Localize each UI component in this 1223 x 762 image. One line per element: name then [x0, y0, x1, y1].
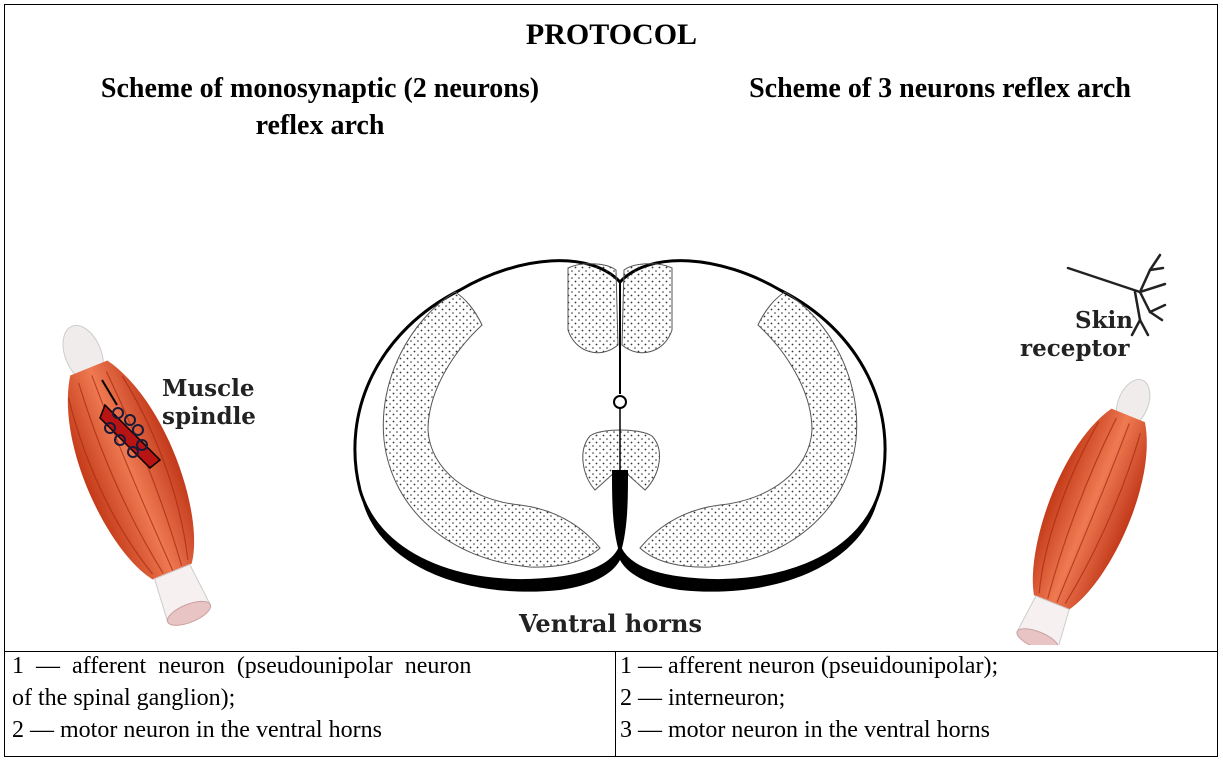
table-divider-vertical: [615, 651, 616, 757]
ventral-horns-label: Ventral horns: [518, 609, 702, 638]
muscle-spindle-label-line2: spindle: [162, 403, 256, 430]
spinal-cord-figure: Muscle spindle Skin receptor Ventral hor…: [0, 0, 1223, 645]
legend-left-line2: of the spinal ganglion);: [12, 682, 602, 714]
legend-left-line3: 2 — motor neuron in the ventral horns: [12, 714, 602, 746]
muscle-spindle-label-line1: Muscle: [162, 375, 255, 402]
skin-receptor-label-line1: Skin: [1075, 307, 1133, 334]
dorsal-horn-left: [568, 264, 618, 353]
legend-right-line1: 1 — afferent neuron (pseuidounipolar);: [620, 650, 1210, 682]
legend-left: 1 — afferent neuron (pseudounipolar neur…: [12, 650, 602, 746]
central-canal: [614, 396, 626, 408]
right-muscle: [996, 365, 1180, 645]
legend-right-line2: 2 — interneuron;: [620, 682, 1210, 714]
left-muscle: [29, 309, 235, 640]
right-muscle-belly: [1014, 400, 1166, 618]
spinal-cord-section: [355, 261, 885, 592]
legend-right: 1 — afferent neuron (pseuidounipolar); 2…: [620, 650, 1210, 746]
skin-receptor-label-line2: receptor: [1020, 335, 1130, 362]
dorsal-horn-right: [622, 264, 672, 353]
legend-right-line3: 3 — motor neuron in the ventral horns: [620, 714, 1210, 746]
legend-left-line1: 1 — afferent neuron (pseudounipolar neur…: [12, 650, 602, 682]
